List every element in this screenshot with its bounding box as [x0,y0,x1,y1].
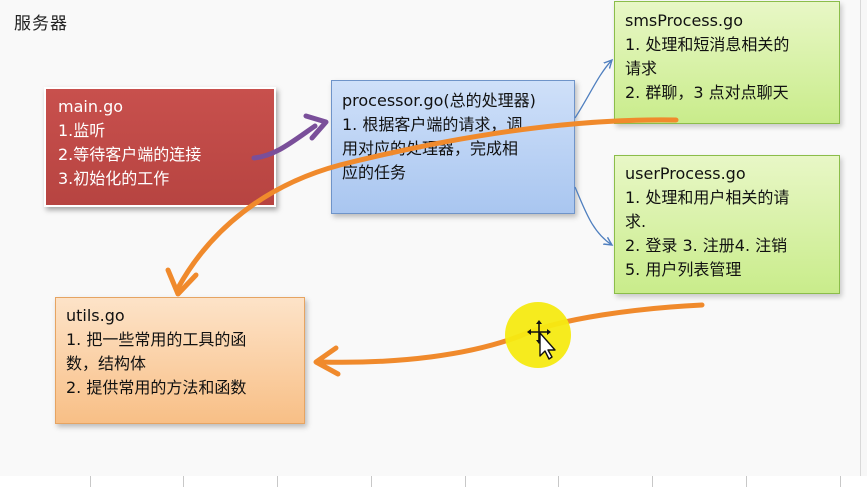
main-to-processor-arrow [251,123,318,161]
main-go-line: 2.等待客户端的连接 [58,145,202,164]
cursor-highlight [503,300,573,370]
utils-go-line: 1. 把一些常用的工具的函 [66,330,247,349]
user-process-line: 2. 登录 3. 注册4. 注销 [625,236,788,255]
bottom-strip [0,476,867,487]
main-go-box: main.go 1.监听 2.等待客户端的连接 3.初始化的工作 [44,87,276,207]
processor-go-box: processor.go(总的处理器) 1. 根据客户端的请求，调 用对应的处理… [331,80,575,214]
main-go-line: 3.初始化的工作 [58,169,170,188]
processor-go-title: processor.go(总的处理器) [342,91,536,110]
slide-title: 服务器 [14,14,68,34]
sms-to-utils-arrowhead [165,267,199,297]
user-process-line: 1. 处理和用户相关的请 [625,188,790,207]
processor-to-sms-connector [574,60,612,119]
processor-go-line: 应的任务 [342,163,407,182]
utils-go-title: utils.go [66,306,125,325]
sms-to-utils-arrow [175,117,679,291]
sms-process-line: 2. 群聊，3 点对点聊天 [625,83,789,102]
main-to-processor-arrowhead [303,113,329,141]
user-process-title: userProcess.go [625,164,746,183]
processor-go-line: 1. 根据客户端的请求，调 [342,115,523,134]
processor-to-user-connector [574,186,612,245]
user-process-line: 5. 用户列表管理 [625,260,742,279]
sms-process-line: 请求 [625,59,658,78]
user-to-utils-arrowhead [313,345,341,377]
user-process-box: userProcess.go 1. 处理和用户相关的请 求. 2. 登录 3. … [614,155,840,294]
sms-process-title: smsProcess.go [625,11,743,30]
sms-process-line: 1. 处理和短消息相关的 [625,35,790,54]
user-process-line: 求. [625,212,647,231]
sms-process-box: smsProcess.go 1. 处理和短消息相关的 请求 2. 群聊，3 点对… [614,1,840,124]
utils-go-line: 2. 提供常用的方法和函数 [66,378,247,397]
utils-go-line: 数，结构体 [66,354,147,373]
utils-go-box: utils.go 1. 把一些常用的工具的函 数，结构体 2. 提供常用的方法和… [55,297,305,424]
main-go-title: main.go [58,97,124,116]
main-go-line: 1.监听 [58,121,106,140]
move-cursor-icon [527,320,556,360]
